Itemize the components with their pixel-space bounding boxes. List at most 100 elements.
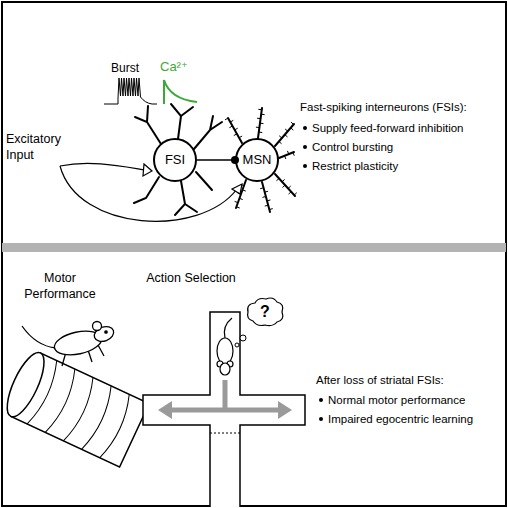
dendritic-spine xyxy=(288,186,291,188)
panel-label: Motor Performance xyxy=(12,270,108,302)
trace-label: Ca²⁺ xyxy=(160,59,196,75)
thought-bubble: ? xyxy=(245,297,285,327)
question-mark: ? xyxy=(260,305,270,319)
dendrite xyxy=(275,124,294,146)
rod-stripe xyxy=(82,386,117,452)
dendrite xyxy=(279,152,294,158)
panel-separator xyxy=(2,243,506,252)
dendritic-spine xyxy=(289,192,292,194)
dendritic-spine xyxy=(262,196,265,198)
dendritic-spine xyxy=(225,118,228,120)
bullet-dot xyxy=(303,145,307,149)
dendritic-spine xyxy=(269,208,272,210)
dendritic-spines xyxy=(225,109,297,209)
dendrite xyxy=(228,118,242,143)
dendrite xyxy=(171,104,193,139)
dendritic-spine xyxy=(267,199,270,201)
fsi-cell-body: FSI xyxy=(153,138,197,182)
dendritic-spine xyxy=(285,135,288,137)
dendrite xyxy=(175,181,197,215)
panel-label: Action Selection xyxy=(143,270,239,286)
rotarod xyxy=(0,348,149,467)
fsi-dendrites xyxy=(134,104,222,215)
bullet-text: Impaired egocentric learning xyxy=(328,411,504,427)
running-mouse xyxy=(22,322,116,367)
burst-trace xyxy=(104,78,157,104)
dendritic-spine xyxy=(285,129,288,131)
bullet-dot xyxy=(319,398,323,402)
dendritic-spine xyxy=(261,114,264,115)
dendritic-spine xyxy=(260,187,263,189)
rod-stripes xyxy=(27,361,135,461)
choice-arrow-shaft xyxy=(170,380,280,410)
dendrite xyxy=(135,106,161,144)
trace-label: Burst xyxy=(100,60,150,76)
cell-name: MSN xyxy=(243,153,272,167)
dendrite xyxy=(236,180,246,208)
maze-mouse xyxy=(217,318,233,375)
dendritic-spine xyxy=(256,127,259,128)
dendritic-spine xyxy=(259,132,262,133)
dendritic-spine xyxy=(285,156,286,159)
choice-arrows xyxy=(158,380,292,419)
dendritic-spine xyxy=(283,185,286,187)
dendritic-spine xyxy=(235,201,238,202)
dendritic-spine xyxy=(291,122,294,124)
summary-heading: After loss of striatal FSIs: xyxy=(316,372,504,388)
bullet-text: Control bursting xyxy=(312,139,502,155)
cell-name: FSI xyxy=(165,153,185,167)
dendritic-spine xyxy=(257,118,260,119)
choice-arrow-head xyxy=(278,401,292,419)
dendrite xyxy=(194,116,222,149)
dendritic-spine xyxy=(230,120,233,122)
rod-end-cap xyxy=(0,348,51,422)
dendritic-spine xyxy=(265,191,268,193)
dendrite xyxy=(134,177,159,203)
bullet-text: Supply feed-forward inhibition xyxy=(312,120,502,136)
dendritic-spine xyxy=(279,136,282,138)
dendritic-spine xyxy=(279,141,282,143)
bullet-text: Normal motor performance xyxy=(328,392,504,408)
dendritic-spine xyxy=(265,205,268,207)
dendritic-spine xyxy=(276,178,279,180)
summary-heading: Fast-spiking interneurons (FSIs): xyxy=(300,99,505,115)
dendritic-spine xyxy=(282,179,285,181)
msn-dendrites xyxy=(228,108,295,212)
choice-arrow-head xyxy=(158,401,172,419)
mouse-tail xyxy=(22,326,56,348)
dendritic-spine xyxy=(238,193,241,194)
msn-cell-body: MSN xyxy=(235,138,279,182)
mouse-body xyxy=(217,338,233,364)
bullet-dot xyxy=(303,164,307,168)
rod-stripe xyxy=(63,377,98,443)
dendritic-spine xyxy=(293,152,294,155)
excitatory-terminal xyxy=(143,164,152,176)
mouse-tail xyxy=(224,318,232,338)
maze-barrier xyxy=(210,433,240,434)
dendritic-spine xyxy=(234,134,237,136)
cross-maze xyxy=(143,312,305,507)
dendritic-spine xyxy=(260,123,263,124)
dendritic-spine xyxy=(239,136,242,138)
dendritic-spine xyxy=(241,184,244,185)
rod-stripe xyxy=(45,369,80,435)
bullet-dot xyxy=(319,417,323,421)
bullet-dot xyxy=(303,126,307,130)
inhibitory-connection xyxy=(197,159,235,161)
dendritic-spine xyxy=(236,207,239,208)
thought-dot xyxy=(235,343,239,347)
dendritic-spine xyxy=(242,190,245,191)
dendrite xyxy=(262,182,270,212)
dendritic-spine xyxy=(291,128,294,130)
input-fiber xyxy=(60,166,237,221)
dendritic-spine xyxy=(294,193,297,195)
mouse-ear xyxy=(93,322,102,331)
mouse-head xyxy=(220,363,230,375)
thought-dot xyxy=(240,335,246,341)
dendritic-spine xyxy=(239,198,242,199)
calcium-trace xyxy=(164,80,197,104)
